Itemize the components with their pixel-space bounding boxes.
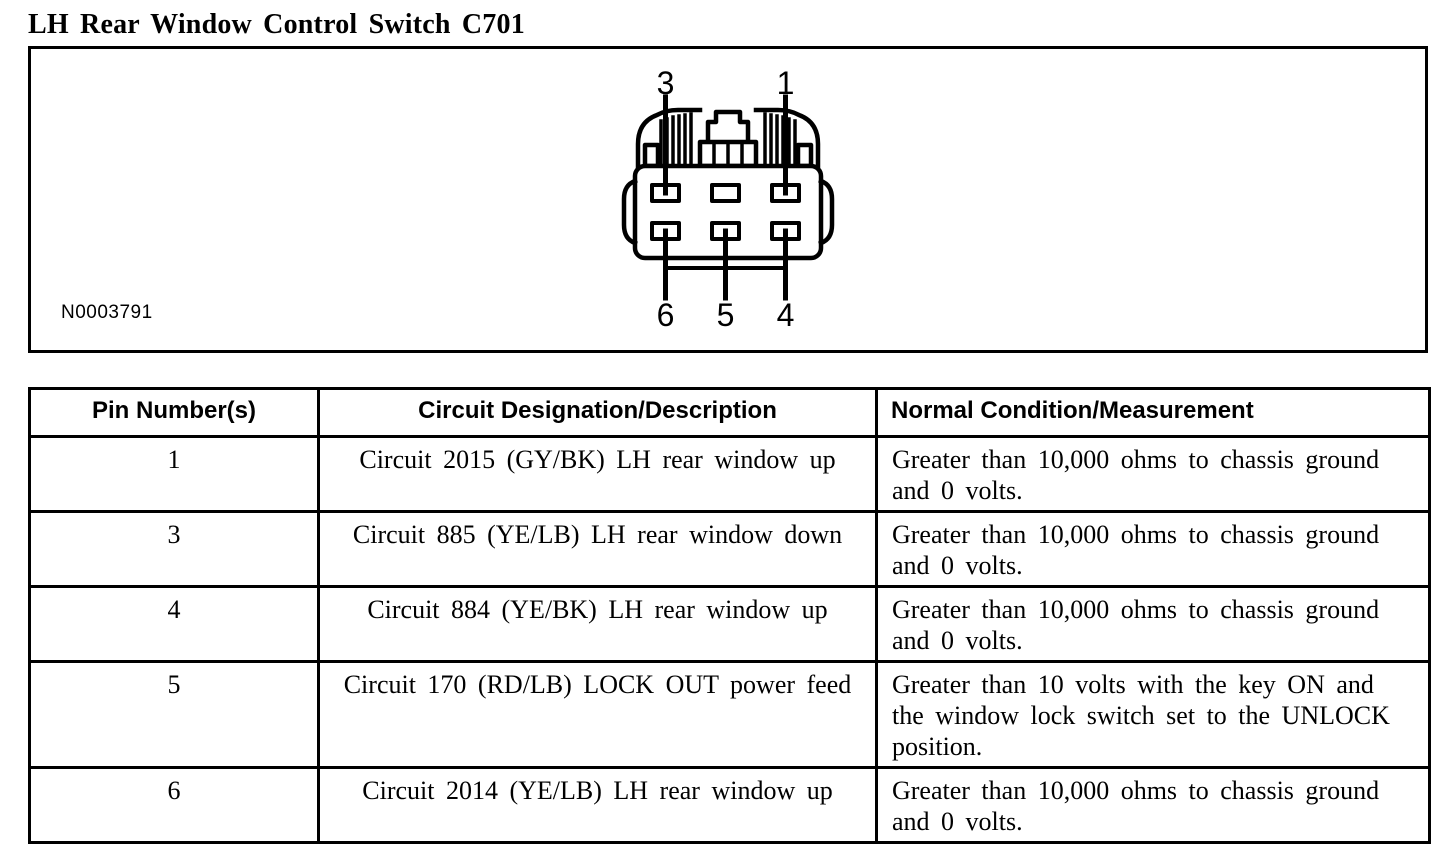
pin-label-1: 1: [777, 65, 795, 101]
pin-cell: 6: [28, 766, 320, 844]
pin-cell: 5: [28, 660, 320, 769]
circuit-cell: Circuit 170 (RD/LB) LOCK OUT power feed: [317, 660, 878, 769]
pin-leader-lines: [663, 94, 788, 301]
condition-cell: Greater than 10,000 ohms to chassis grou…: [875, 435, 1431, 513]
table-row: 6 Circuit 2014 (YE/LB) LH rear window up…: [28, 766, 1431, 844]
connector-latch: [705, 109, 751, 150]
circuit-cell: Circuit 2015 (GY/BK) LH rear window up: [317, 435, 878, 513]
circuit-cell: Circuit 884 (YE/BK) LH rear window up: [317, 585, 878, 663]
pinout-table: Pin Number(s) Circuit Designation/Descri…: [28, 387, 1431, 844]
pin-label-4: 4: [777, 297, 795, 333]
column-header-normal-condition: Normal Condition/Measurement: [875, 387, 1431, 438]
connector-wing-left: [635, 107, 703, 169]
condition-cell: Greater than 10,000 ohms to chassis grou…: [875, 585, 1431, 663]
connector-block-right: [795, 142, 814, 169]
page-title: LH Rear Window Control Switch C701: [28, 9, 525, 40]
pin-label-5: 5: [717, 297, 735, 333]
column-header-pin-numbers: Pin Number(s): [28, 387, 320, 438]
pin-label-6: 6: [657, 297, 675, 333]
connector-ear-left: [621, 178, 638, 246]
condition-cell: Greater than 10,000 ohms to chassis grou…: [875, 510, 1431, 588]
condition-cell: Greater than 10 volts with the key ON an…: [875, 660, 1431, 769]
connector-center-box: [697, 139, 759, 169]
table-row: 3 Circuit 885 (YE/LB) LH rear window dow…: [28, 510, 1431, 588]
connector-ear-right: [818, 178, 835, 246]
pin-label-3: 3: [657, 65, 675, 101]
connector-block-left: [642, 142, 661, 169]
document-page: LH Rear Window Control Switch C701: [0, 10, 1456, 856]
connector-hatch-right: [763, 112, 797, 166]
circuit-cell: Circuit 885 (YE/LB) LH rear window down: [317, 510, 878, 588]
circuit-cell: Circuit 2014 (YE/LB) LH rear window up: [317, 766, 878, 844]
table-row: 5 Circuit 170 (RD/LB) LOCK OUT power fee…: [28, 660, 1431, 769]
connector-figure: 3 1 6 5 4 N0003791: [28, 46, 1428, 353]
table-row: 4 Circuit 884 (YE/BK) LH rear window up …: [28, 585, 1431, 663]
pin-cell: 1: [28, 435, 320, 513]
figure-number: N0003791: [61, 302, 153, 323]
condition-cell: Greater than 10,000 ohms to chassis grou…: [875, 766, 1431, 844]
table-header-row: Pin Number(s) Circuit Designation/Descri…: [28, 387, 1431, 438]
column-header-circuit-designation: Circuit Designation/Description: [317, 387, 878, 438]
connector-wing-right: [753, 107, 821, 169]
pin-cavities-top: [650, 183, 801, 203]
table-row: 1 Circuit 2015 (GY/BK) LH rear window up…: [28, 435, 1431, 513]
pin-cell: 3: [28, 510, 320, 588]
pin-cell: 4: [28, 585, 320, 663]
connector-diagram: 3 1 6 5 4: [621, 65, 835, 333]
